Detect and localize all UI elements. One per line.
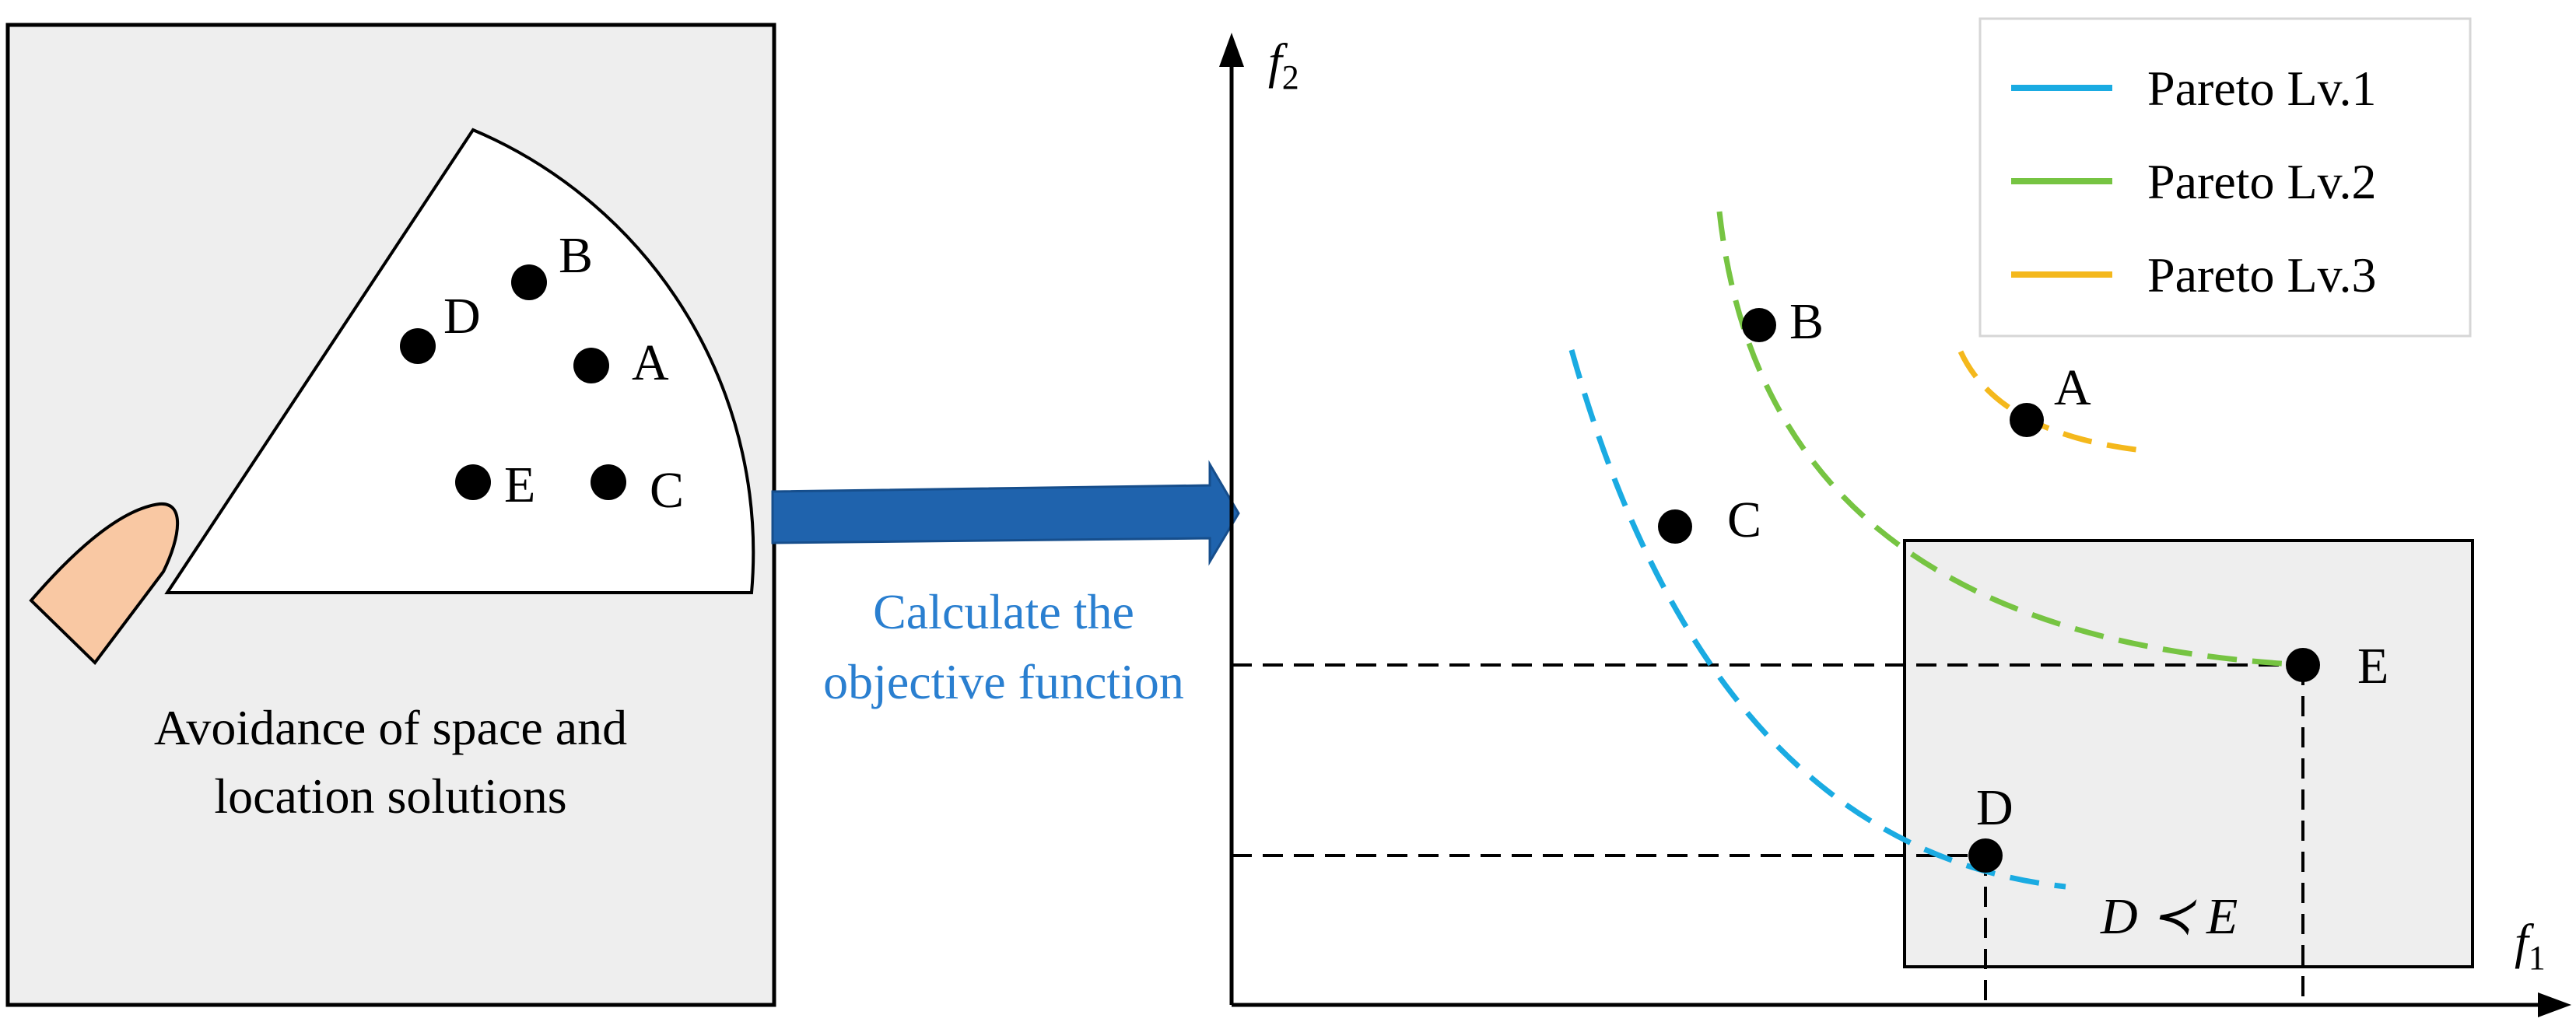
ship-icon	[29, 502, 180, 666]
chart-label-b: B	[1789, 293, 1824, 350]
x-axis-label: f1	[2515, 914, 2546, 977]
left-caption-line1: Avoidance of space and	[154, 700, 627, 755]
pareto-lv1-curve	[1568, 349, 2066, 890]
arrow-caption-line1: Calculate the	[873, 584, 1134, 639]
legend-label-lv1: Pareto Lv.1	[2147, 61, 2376, 116]
left-panel: B D A E C Avoidance of space and locatio…	[5, 23, 776, 1007]
left-point-e	[455, 464, 491, 500]
dominance-relation: D ≺ E	[2100, 888, 2238, 945]
arrow-caption-line2: objective function	[823, 654, 1184, 709]
dominated-region-box	[1903, 539, 2474, 968]
left-label-e: E	[504, 457, 535, 513]
left-point-c	[591, 464, 626, 500]
chart-point-d	[1968, 838, 2003, 873]
x-axis-arrowhead	[2538, 992, 2571, 1017]
legend-label-lv2: Pareto Lv.2	[2147, 154, 2376, 209]
left-point-b	[511, 264, 547, 300]
chart-label-c: C	[1727, 492, 1761, 548]
guide-lines	[1232, 663, 2304, 1005]
chart-point-c	[1658, 509, 1692, 544]
legend-box	[1978, 17, 2472, 338]
transform-arrow: Calculate the objective function	[771, 460, 1240, 709]
left-label-d: D	[443, 288, 481, 345]
chart-point-b	[1742, 308, 1776, 342]
objective-chart: f2 f1 A B C D E D ≺ E	[1219, 33, 2571, 1017]
chart-label-e: E	[2357, 638, 2388, 695]
chart-point-a	[2010, 403, 2044, 437]
legend: Pareto Lv.1 Pareto Lv.2 Pareto Lv.3	[1978, 17, 2472, 338]
left-label-a: A	[632, 334, 669, 391]
left-caption-line2: location solutions	[214, 768, 566, 824]
chart-label-d: D	[1976, 779, 2013, 836]
left-point-d	[400, 328, 436, 364]
legend-label-lv3: Pareto Lv.3	[2147, 247, 2376, 303]
chart-label-a: A	[2054, 359, 2091, 416]
chart-point-e	[2286, 648, 2320, 682]
left-point-a	[573, 348, 609, 383]
arrow-shape	[771, 460, 1240, 566]
left-label-b: B	[559, 227, 593, 284]
y-axis-label: f2	[1268, 33, 1299, 96]
left-label-c: C	[650, 462, 684, 519]
y-axis-arrowhead	[1219, 33, 1244, 67]
